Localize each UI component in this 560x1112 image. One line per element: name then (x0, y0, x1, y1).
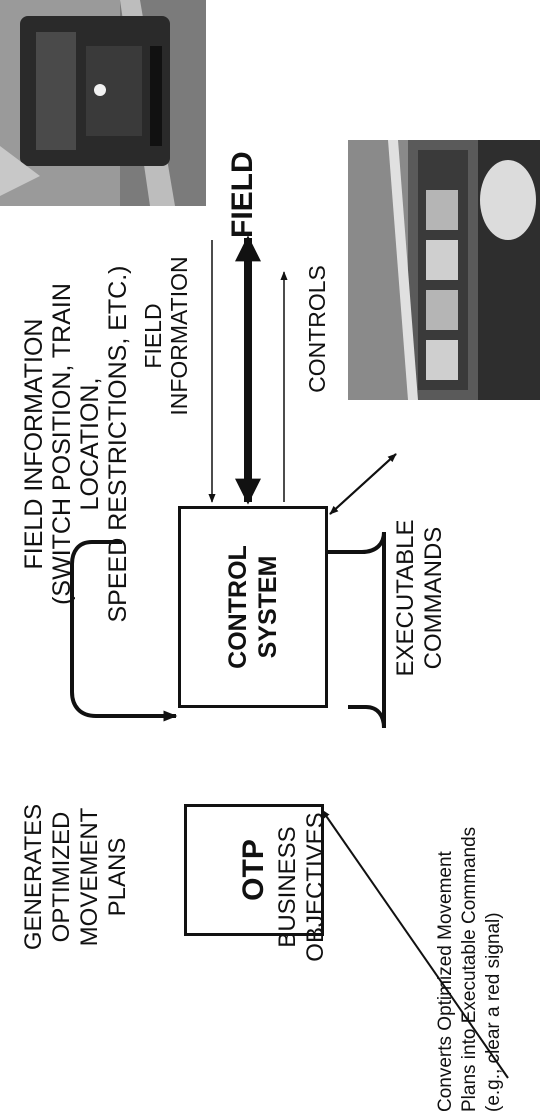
converts-note-label: Converts Optimized Movement Plans into E… (434, 792, 506, 1112)
field-information-top-label: FIELD INFORMATION (SWITCH POSITION, TRAI… (20, 214, 132, 674)
control-system-box: CONTROL SYSTEM (178, 506, 328, 708)
control-system-box-title: CONTROL SYSTEM (223, 545, 283, 669)
field-information-link-label: FIELD INFORMATION (140, 236, 192, 436)
field-label: FIELD (226, 118, 260, 238)
generates-plans-label: GENERATES OPTIMIZED MOVEMENT PLANS (20, 792, 132, 962)
executable-commands-label: EXECUTABLE COMMANDS (392, 488, 448, 708)
control-room-photo (348, 140, 540, 400)
locomotive-photo (0, 0, 206, 206)
control-room-link-arrow-back (330, 454, 396, 514)
otp-box-title: OTP (237, 839, 271, 901)
business-objectives-label: BUSINESS OBJECTIVES (274, 792, 330, 982)
controls-label: CONTROLS (304, 234, 330, 424)
